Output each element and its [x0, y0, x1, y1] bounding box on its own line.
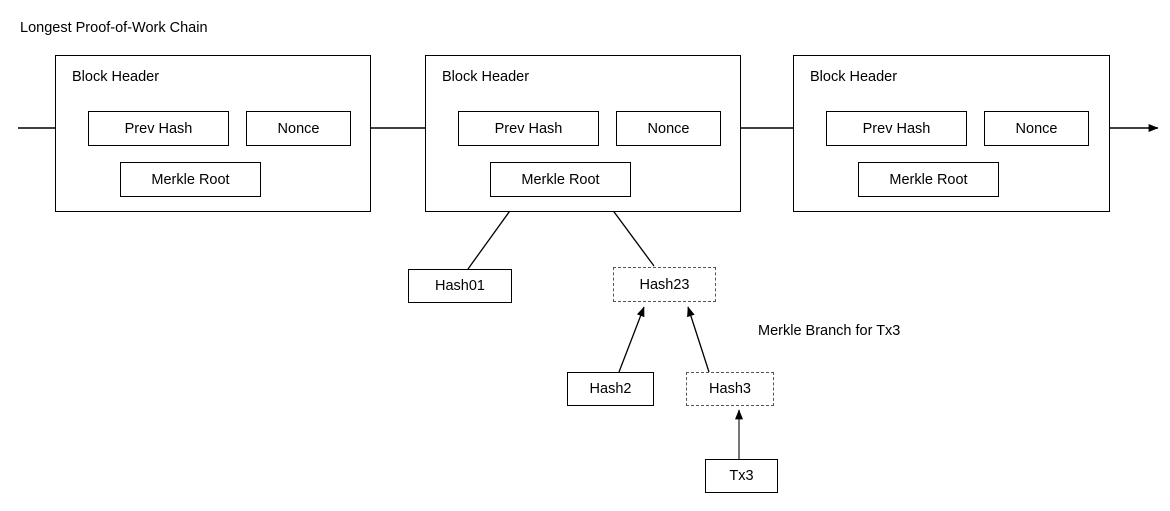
block-2-nonce-field[interactable]: Nonce [616, 111, 721, 146]
block-header-1[interactable]: Block Header Prev Hash Nonce Merkle Root [55, 55, 371, 212]
merkle-node-hash01[interactable]: Hash01 [408, 269, 512, 303]
block-header-2-label: Block Header [442, 69, 530, 85]
merkle-node-hash23[interactable]: Hash23 [613, 267, 716, 302]
block-header-1-label: Block Header [72, 69, 160, 85]
block-1-prev-hash-field[interactable]: Prev Hash [88, 111, 229, 146]
block-3-merkle-root-field[interactable]: Merkle Root [858, 162, 999, 197]
merkle-node-hash3[interactable]: Hash3 [686, 372, 774, 406]
connector-hash2-to-hash23 [618, 306, 645, 373]
block-header-2[interactable]: Block Header Prev Hash Nonce Merkle Root [425, 55, 741, 212]
block-2-prev-hash-field[interactable]: Prev Hash [458, 111, 599, 146]
block-3-prev-hash-field[interactable]: Prev Hash [826, 111, 967, 146]
block-1-nonce-field[interactable]: Nonce [246, 111, 351, 146]
page-title: Longest Proof-of-Work Chain [20, 20, 208, 36]
merkle-node-tx3[interactable]: Tx3 [705, 459, 778, 493]
block-2-merkle-root-field[interactable]: Merkle Root [490, 162, 631, 197]
block-1-merkle-root-field[interactable]: Merkle Root [120, 162, 261, 197]
block-header-3-label: Block Header [810, 69, 898, 85]
merkle-branch-caption: Merkle Branch for Tx3 [758, 323, 901, 339]
block-3-nonce-field[interactable]: Nonce [984, 111, 1089, 146]
merkle-node-hash2[interactable]: Hash2 [567, 372, 654, 406]
connector-hash3-to-hash23 [687, 306, 710, 373]
block-header-3[interactable]: Block Header Prev Hash Nonce Merkle Root [793, 55, 1110, 212]
